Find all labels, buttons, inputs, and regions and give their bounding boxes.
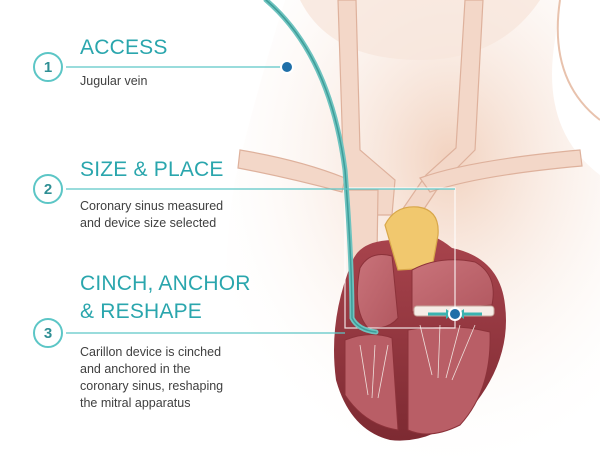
right-ventricle [344,334,399,431]
right-atrium [356,254,399,329]
marker-device [448,307,462,321]
focus-box [344,187,456,329]
step-2-description: Coronary sinus measured and device size … [80,199,224,230]
step-3-title: CINCH, ANCHOR & RESHAPE [80,272,251,323]
chordae [359,324,476,399]
step-2-number: 2 [33,174,63,204]
step-1-description: Jugular vein [80,74,148,88]
step-3-description: Carillon device is cinched and anchored … [80,345,224,410]
aorta [384,206,439,271]
step-1-title: ACCESS [80,36,168,59]
connector-lines [66,66,455,334]
left-ventricle [407,325,491,435]
step-1-number: 1 [33,52,63,82]
step-3-number: 3 [33,318,63,348]
step-2-title: SIZE & PLACE [80,158,224,181]
marker-jugular [280,60,294,74]
left-atrium [411,259,494,313]
